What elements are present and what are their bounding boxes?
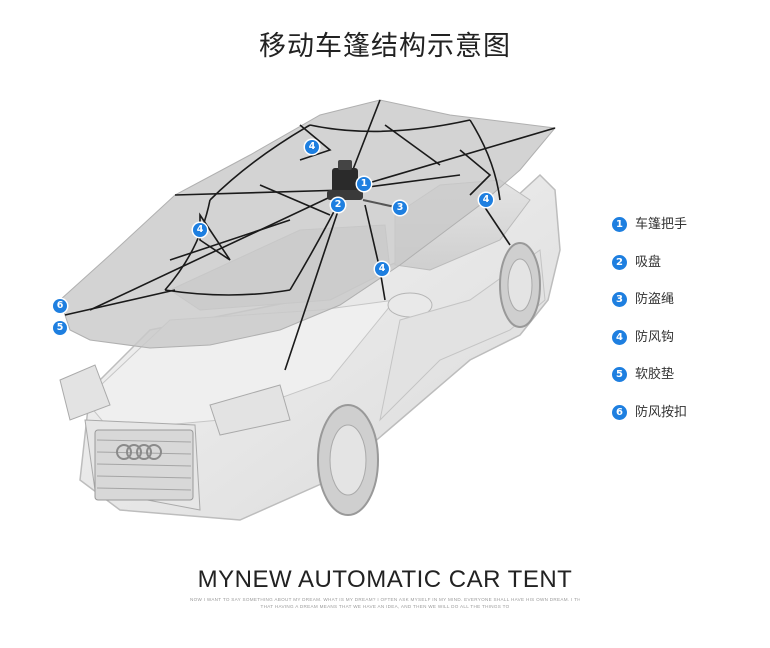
callout-badge-4: 4	[375, 262, 389, 276]
footer-caption-line-1: NOW I WANT TO SAY SOMETHING ABOUT MY DRE…	[190, 597, 580, 602]
legend-label: 软胶垫	[635, 367, 675, 382]
legend: 1 车篷把手 2 吸盘 3 防盗绳 4 防风钩 5 软胶垫 6 防风按扣	[612, 214, 687, 439]
legend-badge: 5	[612, 367, 627, 382]
legend-label: 防盗绳	[635, 292, 675, 307]
legend-badge: 3	[612, 292, 627, 307]
legend-item-1: 1 车篷把手	[612, 214, 687, 252]
callout-badge-5: 5	[53, 321, 67, 335]
legend-label: 吸盘	[635, 254, 662, 270]
callout-badge-4: 4	[479, 193, 493, 207]
rings-logo	[116, 444, 162, 460]
car-front	[59, 364, 291, 511]
legend-item-5: 5 软胶垫	[612, 364, 687, 402]
car-wheels	[317, 242, 541, 516]
canopy-fabric	[59, 99, 556, 349]
callout-badge-4: 4	[193, 223, 207, 237]
page-title: 移动车篷结构示意图	[259, 31, 511, 62]
legend-badge: 6	[612, 404, 627, 420]
callout-badge-4: 4	[305, 140, 319, 154]
legend-label: 防风按扣	[635, 404, 688, 420]
legend-label: 防风钩	[635, 329, 675, 345]
legend-badge: 4	[612, 329, 627, 345]
footer-caption-line-2: THAT HAVING A DREAM MEANS THAT WE HAVE A…	[260, 604, 510, 609]
legend-item-4: 4 防风钩	[612, 327, 687, 365]
legend-item-6: 6 防风按扣	[612, 402, 687, 440]
tent-handle-unit	[327, 160, 396, 208]
legend-item-3: 3 防盗绳	[612, 289, 687, 327]
legend-badge: 2	[612, 254, 627, 270]
legend-badge: 1	[612, 217, 627, 232]
legend-label: 车篷把手	[635, 217, 688, 232]
callout-badge-6: 6	[53, 299, 67, 313]
callout-badge-3: 3	[393, 201, 407, 215]
footer-title: MYNEW AUTOMATIC CAR TENT	[197, 566, 573, 593]
legend-item-2: 2 吸盘	[612, 252, 687, 290]
callout-badge-2: 2	[331, 198, 345, 212]
callout-badge-1: 1	[357, 177, 371, 191]
canopy-frame	[64, 99, 556, 371]
